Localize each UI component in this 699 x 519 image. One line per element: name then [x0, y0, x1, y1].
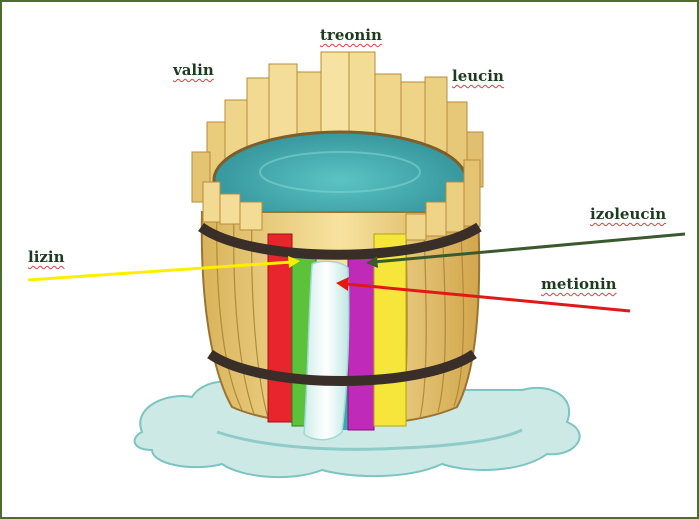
water-stream	[304, 261, 349, 439]
label-lizin: lizin	[28, 248, 65, 266]
label-valin: valin	[173, 61, 214, 79]
label-metionin: metionin	[541, 275, 617, 293]
label-leucin: leucin	[452, 67, 504, 85]
stave-magenta	[348, 254, 374, 430]
label-treonin: treonin	[320, 26, 382, 44]
label-izoleucin: izoleucin	[590, 205, 666, 223]
